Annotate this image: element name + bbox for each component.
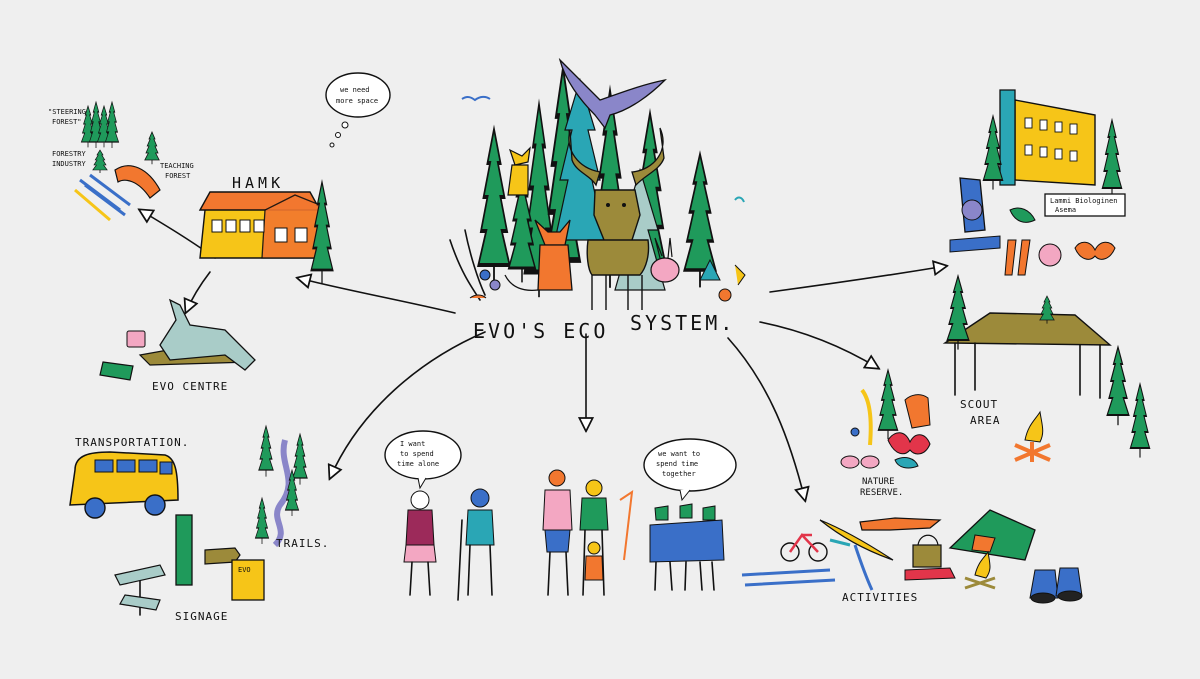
person-alone — [403, 490, 437, 596]
arrow-hamk-to-evo — [186, 271, 211, 312]
hamk-node: HAMK we need more space — [198, 72, 391, 285]
steering-forest-label: "STEERING — [48, 108, 86, 116]
lammi-node: Lammi Biologinen Asema — [949, 89, 1126, 276]
arrow-to-lammi — [769, 266, 946, 293]
hiker — [457, 488, 495, 601]
evo-sign-text: EVO — [238, 566, 251, 574]
rifle-icon — [859, 517, 942, 531]
microscope-illustration — [949, 177, 1001, 253]
trail-path — [272, 439, 292, 548]
eagle-illustration — [558, 57, 667, 130]
binoculars-icon — [1029, 567, 1083, 604]
alone-bubble-line1: I want — [400, 440, 425, 448]
moose-illustration — [568, 127, 665, 310]
center-flora — [449, 229, 746, 302]
signage-label: SIGNAGE — [175, 610, 228, 623]
teaching-forest-label: TEACHING — [160, 162, 194, 170]
shelter-roof — [942, 312, 1112, 346]
transportation-label: TRANSPORTATION. — [75, 436, 189, 449]
nature-reserve-label: NATURE — [862, 477, 895, 487]
steering-forest-label-2: FOREST" — [52, 118, 82, 126]
leaf-teal-icon — [894, 457, 919, 469]
butterfly-red-icon — [887, 432, 931, 455]
leaf-icon — [1009, 207, 1036, 223]
trails-label: TRAILS. — [276, 537, 329, 550]
arrow-to-scout — [759, 321, 878, 368]
alone-bubble-line2: to spend — [400, 450, 434, 458]
lammi-sign-board — [1044, 193, 1126, 217]
lammi-sign-line2: Asema — [1055, 206, 1076, 214]
evo-fox-illustration — [159, 298, 256, 371]
binoculars-pink-icon — [840, 455, 860, 469]
basket-icon — [904, 534, 956, 581]
evo-sign-board — [231, 559, 265, 601]
activities-node: ACTIVITIES — [741, 509, 1083, 604]
teaching-forest-label-2: FOREST — [165, 172, 191, 180]
title-evos-eco: EVO'S ECO — [473, 319, 608, 343]
fox-center-illustration — [504, 219, 573, 291]
teal-tree — [554, 77, 606, 241]
title-system: SYSTEM. — [630, 311, 735, 335]
butterfly-icon — [1074, 241, 1116, 260]
hamk-sign: HAMK — [232, 174, 284, 192]
activities-label: ACTIVITIES — [842, 591, 918, 604]
together-bubble-line1: we want to — [658, 450, 700, 458]
together-bubble-line3: together — [662, 470, 696, 478]
alone-bubble-line3: time alone — [397, 460, 439, 468]
squirrel-icon — [904, 394, 931, 429]
bird-icon — [734, 196, 745, 203]
lynx-illustration — [507, 146, 531, 196]
hamk-windows — [211, 219, 308, 243]
trails-node: TRAILS. — [254, 425, 329, 550]
lammi-sign-line1: Lammi Biologinen — [1050, 197, 1117, 205]
people-node: I want to spend time alone — [384, 430, 737, 601]
together-speech-bubble — [643, 438, 737, 492]
net-icon — [1038, 243, 1062, 267]
forestry-industry-label: FORESTRY — [52, 150, 87, 158]
together-bubble-line2: spend time — [656, 460, 698, 468]
forest-node: "STEERING FOREST" FORESTRY INDUSTRY TEAC… — [48, 101, 194, 222]
rabbit-illustration — [650, 237, 680, 283]
scout-area-label: SCOUT — [960, 398, 998, 411]
cup-icon — [126, 330, 146, 348]
evo-centre-label: EVO CENTRE — [152, 380, 228, 393]
scout-group — [649, 503, 725, 591]
hamk-bubble-line2: more space — [336, 97, 378, 105]
hamk-thought-bubble — [325, 72, 391, 118]
nature-reserve-node: NATURE RESERVE. — [840, 368, 931, 498]
skis-icon — [741, 568, 836, 587]
family — [542, 469, 634, 596]
arrow-to-hamk — [298, 278, 456, 314]
arrow-to-activities — [727, 337, 805, 500]
campfire-icon — [1014, 410, 1051, 462]
hamk-bubble-line1: we need — [340, 86, 370, 94]
book-icon — [99, 361, 134, 381]
bird-icon — [461, 95, 491, 102]
arrow-to-transport — [330, 331, 486, 478]
tent-icon — [948, 509, 1036, 561]
signage-node: EVO SIGNAGE — [114, 514, 265, 623]
transportation-node: TRANSPORTATION. — [69, 436, 189, 519]
forestry-industry-label-2: INDUSTRY — [52, 160, 87, 168]
scout-area-node: SCOUT AREA — [942, 274, 1151, 462]
evo-centre-node: EVO CENTRE — [99, 298, 256, 393]
bicycle-icon — [780, 533, 828, 562]
central-forest: EVO'S ECO SYSTEM. — [449, 57, 746, 343]
nature-reserve-label-2: RESERVE. — [860, 488, 903, 498]
kayak-icon — [819, 519, 894, 561]
scout-area-label-2: AREA — [970, 414, 1001, 427]
campfire-small-icon — [964, 550, 996, 590]
signpost-green — [175, 514, 193, 586]
